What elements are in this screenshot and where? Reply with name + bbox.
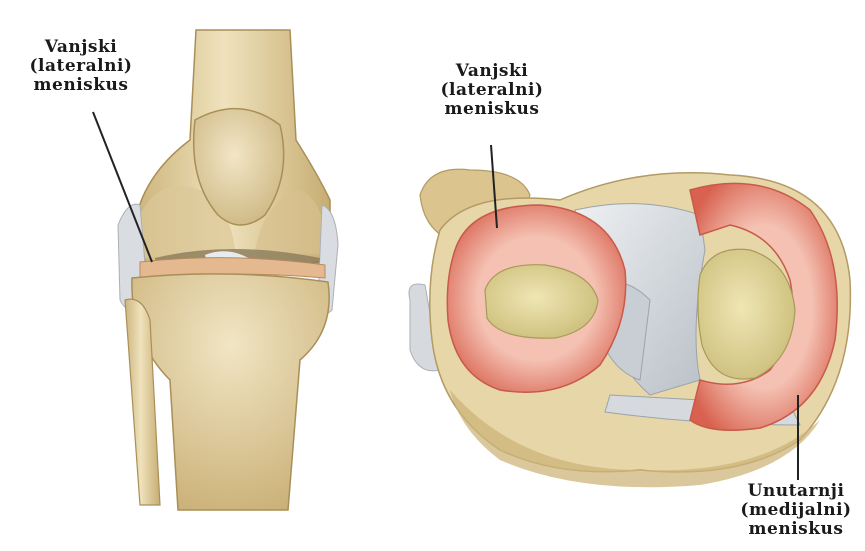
label-medial-meniscus: Unutarnji (medijalni) meniskus — [732, 482, 860, 539]
knee-front-view — [93, 30, 338, 510]
label-line-3: meniskus — [432, 100, 552, 119]
label-lateral-meniscus-top: Vanjski (lateralni) meniskus — [432, 62, 552, 119]
label-line-2: (lateralni) — [26, 57, 136, 76]
label-line-3: meniskus — [26, 76, 136, 95]
label-line-1: Vanjski — [432, 62, 552, 81]
tibia — [132, 274, 329, 510]
label-line-2: (medijalni) — [732, 501, 860, 520]
label-line-2: (lateralni) — [432, 81, 552, 100]
label-line-1: Vanjski — [26, 38, 136, 57]
tibial-plateau-view — [409, 145, 850, 487]
label-lateral-meniscus-front: Vanjski (lateralni) meniskus — [26, 38, 136, 95]
label-line-1: Unutarnji — [732, 482, 860, 501]
label-line-3: meniskus — [732, 520, 860, 539]
